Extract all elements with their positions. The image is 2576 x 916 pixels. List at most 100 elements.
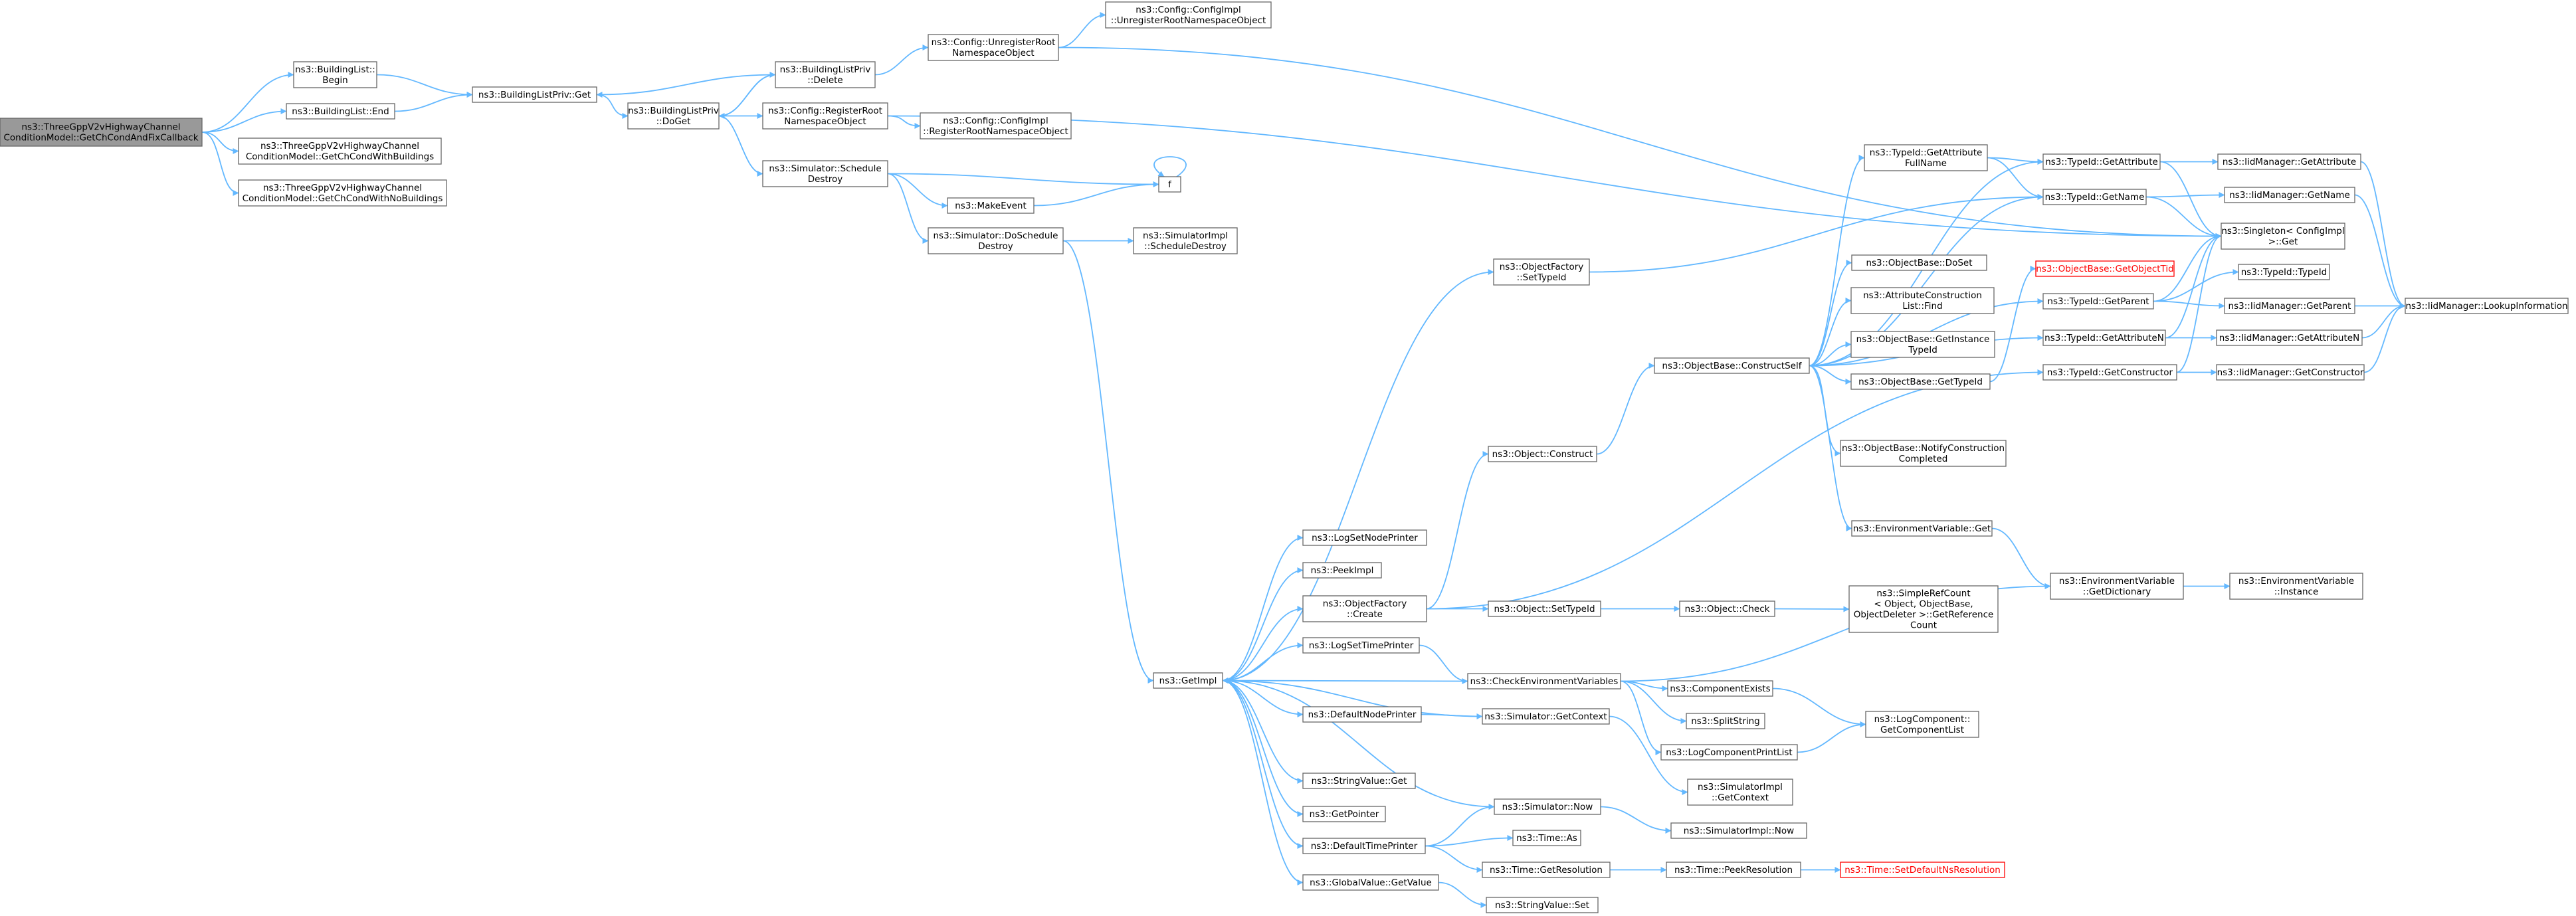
node-simpleRef[interactable]: ns3::SimpleRefCount< Object, ObjectBase,… — [1848, 585, 1999, 633]
node-envInstance[interactable]: ns3::EnvironmentVariable::Instance — [2229, 573, 2363, 600]
node-gvGetValue[interactable]: ns3::GlobalValue::GetValue — [1302, 874, 1439, 891]
node-cfgReg[interactable]: ns3::Config::RegisterRootNamespaceObject — [762, 102, 888, 130]
node-svSet[interactable]: ns3::StringValue::Set — [1486, 897, 1599, 913]
node-iidGetAttr[interactable]: ns3::IidManager::GetAttribute — [2217, 153, 2361, 170]
node-obGetObjectTid[interactable]: ns3::ObjectBase::GetObjectTid — [2035, 260, 2175, 277]
node-simImplNow[interactable]: ns3::SimulatorImpl::Now — [1670, 822, 1807, 839]
node-obConstructSelf[interactable]: ns3::ObjectBase::ConstructSelf — [1654, 357, 1810, 374]
node-f[interactable]: f — [1158, 176, 1181, 193]
edge-blBegin-to-blpGet — [376, 74, 473, 98]
node-label-logSetTime-line-0: ns3::LogSetTimePrinter — [1309, 640, 1414, 651]
node-logCompGetList[interactable]: ns3::LogComponent::GetComponentList — [1865, 711, 1979, 738]
node-simNow[interactable]: ns3::Simulator::Now — [1494, 798, 1601, 815]
node-iidGetName[interactable]: ns3::IidManager::GetName — [2224, 187, 2355, 203]
node-compExists[interactable]: ns3::ComponentExists — [1667, 680, 1773, 697]
node-splitString[interactable]: ns3::SplitString — [1686, 713, 1765, 729]
edge-gvGetValue-to-svSet — [1438, 881, 1487, 908]
node-logSetNode[interactable]: ns3::LogSetNodePrinter — [1302, 529, 1427, 546]
node-cfgUnreg[interactable]: ns3::Config::UnregisterRootNamespaceObje… — [928, 34, 1059, 61]
node-iidGetCtor[interactable]: ns3::IidManager::GetConstructor — [2216, 364, 2365, 381]
node-label-simNow-line-0: ns3::Simulator::Now — [1502, 802, 1593, 812]
node-label-ofCreate-line-1: ::Create — [1347, 609, 1383, 620]
node-envGet[interactable]: ns3::EnvironmentVariable::Get — [1851, 520, 1993, 537]
node-timeAs[interactable]: ns3::Time::As — [1512, 830, 1581, 846]
node-makeEvent[interactable]: ns3::MakeEvent — [947, 197, 1035, 214]
node-blEnd[interactable]: ns3::BuildingList::End — [286, 103, 395, 120]
edge-obConstructSelf-to-tidGetAttrFull — [1809, 155, 1865, 367]
node-cfgImplUnreg[interactable]: ns3::Config::ConfigImpl::UnregisterRootN… — [1105, 1, 1272, 29]
node-label-tidGetAttrN-line-0: ns3::TypeId::GetAttributeN — [2044, 333, 2164, 343]
node-label-cfgImplUnreg-line-0: ns3::Config::ConfigImpl — [1136, 5, 1240, 15]
edge-getImpl-to-gvGetValue — [1222, 680, 1304, 885]
node-getImpl[interactable]: ns3::GetImpl — [1153, 672, 1223, 689]
node-checkEnv[interactable]: ns3::CheckEnvironmentVariables — [1467, 673, 1621, 689]
node-tidGetAttrN[interactable]: ns3::TypeId::GetAttributeN — [2042, 329, 2166, 346]
node-simImplSched[interactable]: ns3::SimulatorImpl::ScheduleDestroy — [1133, 227, 1238, 254]
node-singletonGet[interactable]: ns3::Singleton< ConfigImpl >::Get — [2221, 223, 2345, 250]
node-box-logSetNode — [1302, 529, 1427, 546]
node-objConstruct[interactable]: ns3::Object::Construct — [1488, 446, 1597, 462]
node-logSetTime[interactable]: ns3::LogSetTimePrinter — [1302, 637, 1420, 654]
node-simSched[interactable]: ns3::Simulator::ScheduleDestroy — [762, 160, 888, 187]
node-box-compExists — [1667, 680, 1773, 697]
node-label-cfgImplUnreg-line-1: ::UnregisterRootNamespaceObject — [1111, 15, 1266, 26]
node-box-iidGetAttrN — [2216, 329, 2363, 346]
node-label-tidGetAttrFull-line-1: FullName — [1905, 158, 1947, 169]
node-timePeekRes[interactable]: ns3::Time::PeekResolution — [1666, 862, 1801, 878]
node-label-tidGetParent-line-0: ns3::TypeId::GetParent — [2047, 296, 2149, 307]
node-tidGetParent[interactable]: ns3::TypeId::GetParent — [2042, 293, 2154, 310]
node-root[interactable]: ns3::ThreeGppV2vHighwayChannelConditionM… — [0, 118, 203, 147]
edge-defTime-to-timeGetRes — [1425, 845, 1483, 873]
edge-simSched-to-f — [887, 173, 1159, 187]
node-defTime[interactable]: ns3::DefaultTimePrinter — [1302, 838, 1426, 854]
node-peekImpl[interactable]: ns3::PeekImpl — [1302, 562, 1382, 579]
node-box-gvGetValue — [1302, 874, 1439, 891]
node-objCheck[interactable]: ns3::Object::Check — [1679, 600, 1775, 617]
node-defNode[interactable]: ns3::DefaultNodePrinter — [1302, 706, 1422, 723]
node-label-envInstance-line-1: ::Instance — [2274, 587, 2319, 597]
node-obDoSet[interactable]: ns3::ObjectBase::DoSet — [1851, 254, 1987, 271]
node-simGetCtx[interactable]: ns3::Simulator::GetContext — [1482, 708, 1610, 725]
node-box-blEnd — [286, 103, 395, 120]
node-tidGetName[interactable]: ns3::TypeId::GetName — [2042, 189, 2147, 205]
node-label-iidGetCtor-line-0: ns3::IidManager::GetConstructor — [2217, 367, 2364, 378]
node-tidTypeId[interactable]: ns3::TypeId::TypeId — [2238, 264, 2330, 280]
node-ofCreate[interactable]: ns3::ObjectFactory::Create — [1302, 595, 1427, 622]
node-getPointer[interactable]: ns3::GetPointer — [1302, 806, 1386, 822]
edge-iidGetAttrN-to-iidLookup — [2361, 303, 2406, 339]
node-iidGetAttrN[interactable]: ns3::IidManager::GetAttributeN — [2216, 329, 2363, 346]
node-ofSetTypeId[interactable]: ns3::ObjectFactory::SetTypeId — [1493, 258, 1590, 286]
node-logCompPrint[interactable]: ns3::LogComponentPrintList — [1660, 744, 1798, 761]
node-svGet[interactable]: ns3::StringValue::Get — [1302, 773, 1416, 789]
node-label-obNotify-line-1: Completed — [1899, 454, 1948, 464]
node-label-simpleRef-line-2: ObjectDeleter >::GetReference — [1854, 610, 1994, 620]
node-iidLookup[interactable]: ns3::IidManager::LookupInformation — [2405, 298, 2569, 314]
node-obGetTypeId[interactable]: ns3::ObjectBase::GetTypeId — [1850, 373, 1991, 390]
node-timeGetRes[interactable]: ns3::Time::GetResolution — [1482, 862, 1611, 878]
node-blBegin[interactable]: ns3::BuildingList::Begin — [293, 61, 377, 88]
node-noB[interactable]: ns3::ThreeGppV2vHighwayChannelConditionM… — [238, 179, 447, 207]
edge-getImpl-to-logSetNode — [1222, 535, 1304, 682]
node-iidGetParent[interactable]: ns3::IidManager::GetParent — [2224, 298, 2355, 314]
node-blpDelete[interactable]: ns3::BuildingListPriv::Delete — [775, 61, 876, 88]
node-obNotify[interactable]: ns3::ObjectBase::NotifyConstructionCompl… — [1840, 440, 2007, 467]
node-box-iidGetName — [2224, 187, 2355, 203]
node-withB[interactable]: ns3::ThreeGppV2vHighwayChannelConditionM… — [238, 137, 442, 165]
edge-simGetCtx-to-getImpl — [1222, 678, 1483, 717]
node-box-f — [1158, 176, 1181, 193]
node-label-iidLookup-line-0: ns3::IidManager::LookupInformation — [2405, 301, 2567, 312]
edge-blpDelete-to-blpGet — [596, 74, 776, 98]
node-tidGetCtor[interactable]: ns3::TypeId::GetConstructor — [2042, 364, 2177, 381]
node-envGetDict[interactable]: ns3::EnvironmentVariable::GetDictionary — [2050, 573, 2184, 600]
node-cfgImplReg[interactable]: ns3::Config::ConfigImpl::RegisterRootNam… — [920, 112, 1072, 139]
node-objSetTypeId[interactable]: ns3::Object::SetTypeId — [1488, 600, 1601, 617]
node-tidGetAttr[interactable]: ns3::TypeId::GetAttribute — [2042, 153, 2161, 170]
node-blpDoGet[interactable]: ns3::BuildingListPriv::DoGet — [627, 102, 720, 130]
node-timeSetDefRes[interactable]: ns3::Time::SetDefaultNsResolution — [1840, 862, 2005, 878]
node-blpGet[interactable]: ns3::BuildingListPriv::Get — [472, 86, 597, 103]
node-simImplGetCtx[interactable]: ns3::SimulatorImpl::GetContext — [1687, 779, 1793, 806]
